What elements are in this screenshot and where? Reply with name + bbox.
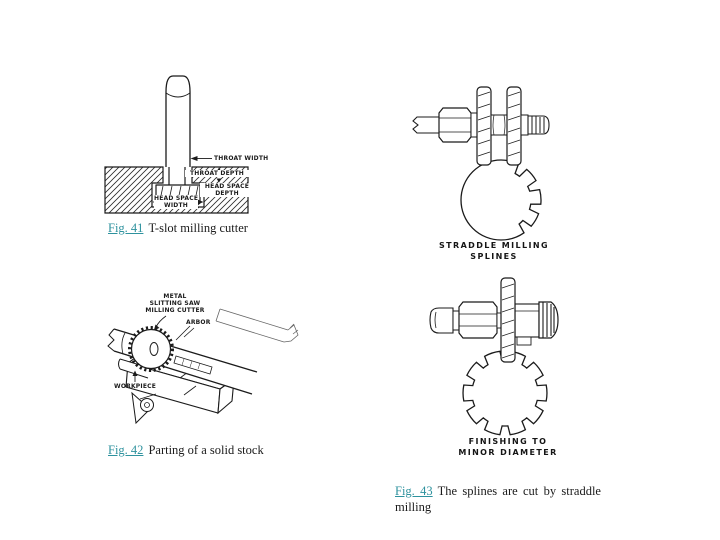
fig42-link[interactable]: Fig. 42 — [108, 443, 144, 457]
figure-41-caption-text: T-slot milling cutter — [148, 221, 248, 235]
figure-43-caption-text: The splines are cut by straddle milling — [395, 484, 601, 514]
label-finishing-minor-diameter: FINISHING TO MINOR DIAMETER — [458, 437, 558, 457]
figure-42-caption: Fig. 42 Parting of a solid stock — [108, 443, 264, 459]
figure-41-t-slot-cutter: THROAT WIDTH THROAT DEPTH HEAD SPACE DEP… — [100, 66, 300, 218]
label-throat-depth: THROAT DEPTH — [185, 170, 249, 177]
label-straddle-milling-splines: STRADDLE MILLING SPLINES — [439, 241, 549, 261]
label-head-space-width: HEAD SPACE WIDTH — [154, 195, 199, 209]
figure-42-caption-text: Parting of a solid stock — [148, 443, 264, 457]
figure-42-parting: METAL SLITTING SAW MILLING CUTTER ARBOR … — [92, 283, 307, 443]
splined-gear-blank — [462, 350, 548, 436]
cutter-shank — [165, 75, 191, 167]
straddle-milling-drawing — [412, 86, 550, 241]
spline-blank — [460, 159, 542, 241]
label-workpiece: WORKPIECE — [114, 383, 157, 390]
arbor-assembly — [412, 86, 550, 166]
figure-43-finishing: FINISHING TO MINOR DIAMETER — [405, 272, 620, 460]
arbor-assembly — [429, 277, 559, 363]
label-slitting-saw: METAL SLITTING SAW MILLING CUTTER — [145, 293, 205, 314]
figure-41-caption: Fig. 41 T-slot milling cutter — [108, 221, 248, 237]
fig43-link[interactable]: Fig. 43 — [395, 484, 433, 498]
label-leaders — [132, 315, 195, 382]
label-arbor: ARBOR — [186, 319, 211, 326]
label-throat-width: THROAT WIDTH — [214, 155, 269, 162]
overarm-sketch — [215, 308, 299, 343]
label-head-space-depth: HEAD SPACE DEPTH — [200, 183, 254, 197]
finishing-drawing — [429, 277, 559, 436]
slitting-saw-drawing — [107, 308, 299, 425]
saw-blade — [128, 326, 174, 372]
fig41-link[interactable]: Fig. 41 — [108, 221, 144, 235]
figure-43-straddle-milling: STRADDLE MILLING SPLINES — [405, 72, 620, 267]
